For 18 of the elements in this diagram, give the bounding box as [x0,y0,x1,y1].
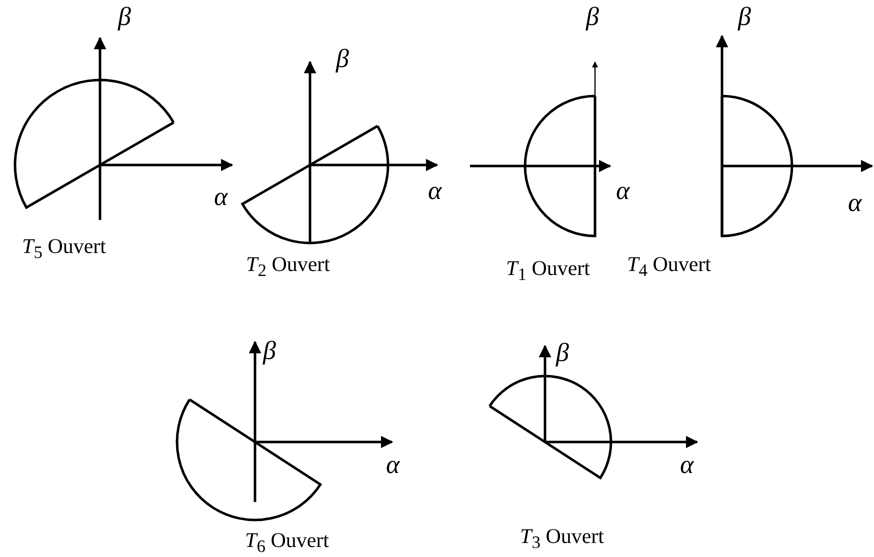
switch-state-label: T$_{5}$ Ouvert [22,236,106,262]
switch-state-label: T$_{3}$ Ouvert [520,526,604,552]
alpha-axis-label: α [386,452,400,478]
alpha-axis-label: α [616,178,630,204]
alpha-axis-label: α [680,452,694,478]
beta-axis-label: β [336,46,349,72]
beta-axis-label: β [263,338,276,364]
switch-state-label: T$_{6}$ Ouvert [245,530,330,556]
switch-state-label: T$_{1}$ Ouvert [506,258,590,284]
beta-axis-label: β [556,340,569,366]
switch-state-label: T$_{2}$ Ouvert [246,254,330,280]
alpha-axis-label: α [428,178,442,204]
beta-axis-label: β [586,4,599,30]
alpha-axis-label: α [848,190,862,216]
alpha-axis-label: α [214,184,228,210]
beta-axis-label: β [738,4,751,30]
switch-state-label: T$_{4}$ Ouvert [627,254,712,280]
beta-axis-label: β [118,4,131,30]
